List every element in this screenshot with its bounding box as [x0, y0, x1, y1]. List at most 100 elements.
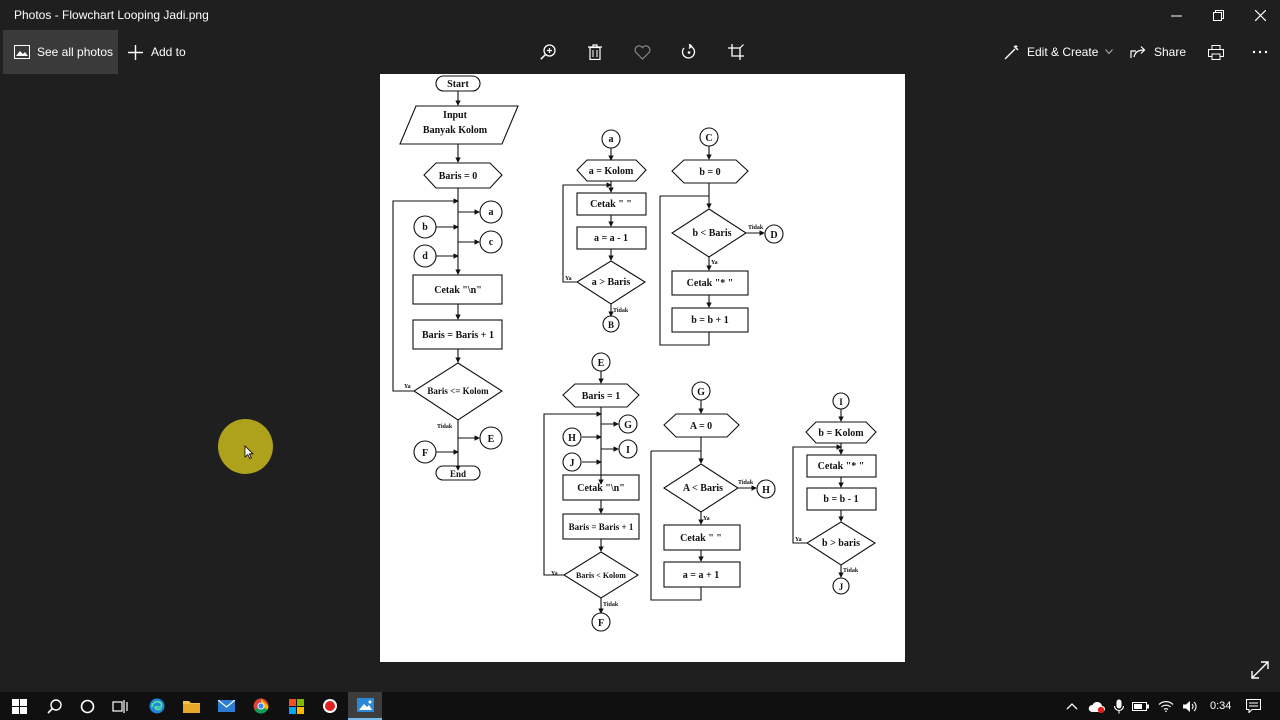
store-app[interactable]	[279, 692, 313, 720]
sub-c-init-text: b = 0	[699, 167, 720, 178]
photo-canvas[interactable]: Start Input Banyak Kolom Baris = 0 a b c…	[380, 74, 905, 662]
system-tray: 0:34	[1066, 692, 1231, 720]
print-button[interactable]	[1200, 30, 1232, 74]
sub-e-yes-label: Ya	[551, 571, 558, 577]
main-end-terminal	[435, 465, 481, 481]
sub-a-decision-text: a > Baris	[592, 277, 631, 288]
sub-a-entry-text: a	[609, 134, 614, 145]
sub-e-no-label: Tidak	[603, 602, 619, 608]
main-input-box	[399, 105, 519, 145]
sub-c-print	[671, 270, 749, 296]
chrome-icon	[253, 698, 269, 714]
rotate-button[interactable]	[673, 30, 705, 74]
sub-g-entry-text: G	[697, 387, 705, 398]
sub-g-no-label: Tidak	[738, 480, 754, 486]
record-icon	[323, 699, 337, 713]
main-connector-d-text: d	[422, 251, 428, 262]
sub-g-print	[663, 524, 741, 551]
close-button[interactable]	[1238, 0, 1280, 30]
sub-i-exit	[832, 577, 850, 595]
mail-app[interactable]	[209, 692, 243, 720]
title-bar: Photos - Flowchart Looping Jadi.png	[0, 0, 1280, 30]
crop-button[interactable]	[720, 30, 752, 74]
share-label: Share	[1154, 45, 1187, 59]
share-button[interactable]: Share	[1130, 30, 1190, 74]
edit-create-icon	[1004, 45, 1019, 60]
sub-a-yes-label: Ya	[565, 276, 572, 282]
sub-e-print-text: Cetak "\n"	[577, 483, 625, 494]
action-center-button[interactable]	[1236, 692, 1270, 720]
main-connector-f	[413, 440, 437, 464]
main-init-box	[423, 162, 503, 189]
mouse-pointer-icon	[244, 445, 254, 459]
plus-icon	[128, 44, 143, 60]
notification-icon	[1245, 699, 1261, 713]
chevron-up-icon[interactable]	[1066, 702, 1078, 710]
task-view-button[interactable]	[103, 692, 137, 720]
sub-a-no-label: Tidak	[613, 308, 629, 314]
search-icon	[46, 698, 62, 714]
sub-c-increment	[671, 307, 749, 333]
photos-icon	[356, 698, 374, 712]
window-title: Photos - Flowchart Looping Jadi.png	[14, 8, 209, 22]
taskbar-search-button[interactable]	[37, 692, 71, 720]
photos-app[interactable]	[348, 692, 382, 720]
volume-icon[interactable]	[1182, 700, 1198, 713]
cloud-sync-icon[interactable]	[1088, 700, 1106, 713]
main-init-text: Baris = 0	[439, 171, 477, 182]
sub-e-entry-text: E	[598, 358, 605, 369]
sub-e-init	[562, 383, 640, 408]
sub-i-exit-text: J	[839, 582, 844, 592]
restore-button[interactable]	[1196, 0, 1240, 30]
sub-g-init	[663, 413, 740, 438]
sub-e-exit	[591, 612, 611, 632]
task-view-icon	[112, 699, 128, 713]
edit-create-button[interactable]: Edit & Create	[1004, 30, 1114, 74]
main-connector-a-text: a	[489, 207, 494, 218]
sub-c-exit	[764, 224, 784, 244]
sub-e-increment-text: Baris = Baris + 1	[569, 522, 634, 532]
sub-i-print-text: Cetak "* "	[818, 461, 865, 472]
sub-e-connector-j	[562, 452, 582, 472]
zoom-in-button[interactable]	[532, 30, 564, 74]
clock-time[interactable]: 0:34	[1210, 700, 1232, 712]
windows-start-icon	[11, 698, 27, 714]
main-connector-e-text: E	[488, 434, 495, 445]
cortana-button[interactable]	[70, 692, 104, 720]
wifi-icon[interactable]	[1158, 700, 1174, 712]
sub-e-connector-h-text: H	[568, 433, 576, 444]
minimize-button[interactable]	[1154, 0, 1198, 30]
screen-recorder-app[interactable]	[313, 692, 347, 720]
see-all-photos-label: See all photos	[37, 45, 114, 59]
sub-e-connector-j-text: J	[570, 458, 575, 469]
edit-create-label: Edit & Create	[1027, 45, 1099, 59]
sub-g-decision-text: A < Baris	[683, 483, 723, 494]
delete-button[interactable]	[579, 30, 611, 74]
sub-i-init	[805, 421, 877, 444]
rotate-icon	[681, 44, 696, 59]
main-connector-b	[413, 215, 437, 239]
fullscreen-expand-icon[interactable]	[1250, 660, 1270, 680]
see-all-photos-button[interactable]: See all photos	[3, 30, 118, 74]
add-to-button[interactable]: Add to	[128, 30, 198, 74]
battery-icon[interactable]	[1132, 700, 1150, 712]
sub-i-decrement-text: b = b - 1	[823, 494, 858, 505]
file-explorer-app[interactable]	[174, 692, 208, 720]
sub-e-init-text: Baris = 1	[582, 391, 620, 402]
sub-a-exit-text: B	[608, 320, 614, 330]
close-icon	[1254, 9, 1266, 21]
sub-c-entry-text: C	[705, 133, 712, 144]
microphone-icon[interactable]	[1114, 699, 1124, 714]
start-button[interactable]	[2, 692, 36, 720]
sub-e-connector-g-text: G	[624, 420, 632, 431]
sub-g-print-text: Cetak " "	[680, 533, 722, 544]
more-options-button[interactable]	[1244, 30, 1276, 74]
main-yes-label: Ya	[404, 384, 411, 390]
sub-c-decision-text: b < Baris	[692, 228, 731, 239]
sub-g-increment	[663, 561, 741, 588]
chrome-app[interactable]	[244, 692, 278, 720]
favorite-button[interactable]	[626, 30, 658, 74]
main-end-text: End	[450, 469, 466, 479]
edge-app[interactable]	[140, 692, 174, 720]
main-connector-e	[479, 426, 503, 450]
